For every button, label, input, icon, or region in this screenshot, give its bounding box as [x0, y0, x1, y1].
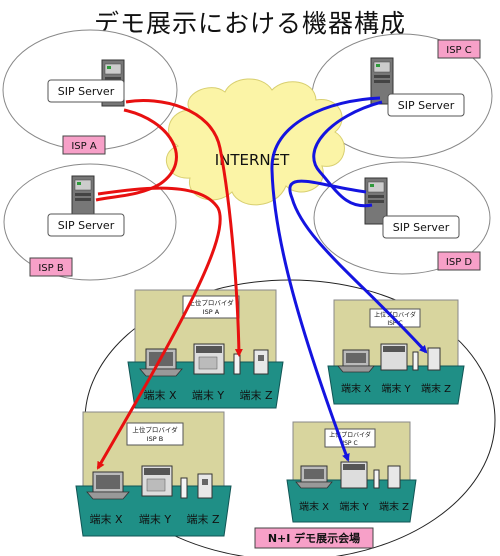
- link-isp-b-to-booth-b: [96, 186, 222, 470]
- booth-isp-c-lower-terminal-y: 端末 Y: [339, 500, 369, 513]
- phone-unit-icon: [427, 347, 441, 371]
- isp-d-server-icon: [364, 177, 388, 225]
- booth-isp-b-terminal-x: 端末 X: [89, 512, 122, 526]
- link-isp-c-to-isp-d: [312, 100, 383, 208]
- handset-icon: [412, 351, 419, 371]
- booth-isp-a-sign-line2: ISP A: [203, 308, 220, 316]
- booth-isp-c-upper-terminal-x: 端末 X: [341, 382, 371, 395]
- isp-c-tag: ISP C: [446, 45, 472, 56]
- isp-a-tag: ISP A: [71, 141, 97, 152]
- booth-isp-a: 上位プロバイダ ISP A 端末 X 端末 Y 端末 Z: [127, 289, 284, 409]
- handset-icon: [233, 353, 241, 375]
- handset-icon: [180, 477, 188, 499]
- isp-b-server-label: SIP Server: [58, 219, 115, 232]
- isp-b-tag: ISP B: [38, 263, 64, 274]
- link-isp-a-to-isp-b: [95, 108, 178, 202]
- isp-a-server-label: SIP Server: [58, 85, 115, 98]
- booth-isp-a-terminal-y: 端末 Y: [192, 388, 224, 402]
- booth-isp-a-terminal-z: 端末 Z: [239, 388, 272, 402]
- isp-c-server-icon: [370, 57, 394, 105]
- link-isp-a-to-booth-a: [125, 99, 243, 357]
- internet-label: INTERNET: [215, 151, 290, 169]
- isp-c-server-label: SIP Server: [398, 99, 455, 112]
- isp-d-tag: ISP D: [446, 257, 473, 268]
- booth-isp-c-upper-terminal-z: 端末 Z: [421, 382, 451, 395]
- booth-isp-a-sign-line1: 上位プロバイダ: [188, 298, 234, 307]
- booth-isp-c-upper-sign-line1: 上位プロバイダ: [374, 311, 416, 319]
- booth-isp-b: 上位プロバイダ ISP B 端末 X 端末 Y 端末 Z: [75, 411, 232, 537]
- booth-isp-c-lower: 上位プロバイダ ISP C 端末 X 端末 Y 端末 Z: [286, 421, 417, 523]
- handset-icon: [373, 469, 380, 489]
- venue-label: N+I デモ展示会場: [268, 531, 360, 545]
- phone-unit-icon: [253, 349, 269, 375]
- booth-isp-a-terminal-x: 端末 X: [143, 388, 176, 402]
- isp-d-server-label: SIP Server: [393, 221, 450, 234]
- phone-unit-icon: [387, 465, 401, 489]
- booth-isp-c-upper: 上位プロバイダ ISP C 端末 X 端末 Y 端末 Z: [327, 299, 465, 405]
- diagram-title: デモ展示における機器構成: [93, 9, 406, 38]
- booth-isp-c-lower-sign-line1: 上位プロバイダ: [329, 431, 371, 439]
- booth-isp-b-sign-line1: 上位プロバイダ: [132, 425, 178, 434]
- booth-isp-c-lower-terminal-z: 端末 Z: [379, 500, 409, 513]
- link-isp-c-to-booth-c-lower: [270, 96, 381, 462]
- booth-isp-b-sign-line2: ISP B: [147, 435, 164, 443]
- phone-unit-icon: [197, 473, 213, 499]
- booth-isp-b-terminal-y: 端末 Y: [139, 512, 171, 526]
- link-isp-d-to-booth-c-upper: [288, 179, 428, 354]
- booth-isp-c-lower-terminal-x: 端末 X: [299, 500, 329, 513]
- booth-isp-b-terminal-z: 端末 Z: [186, 512, 219, 526]
- booth-isp-c-upper-terminal-y: 端末 Y: [381, 382, 411, 395]
- booth-isp-c-lower-sign-line2: ISP C: [342, 440, 357, 447]
- booth-isp-c-upper-sign-line2: ISP C: [387, 320, 402, 327]
